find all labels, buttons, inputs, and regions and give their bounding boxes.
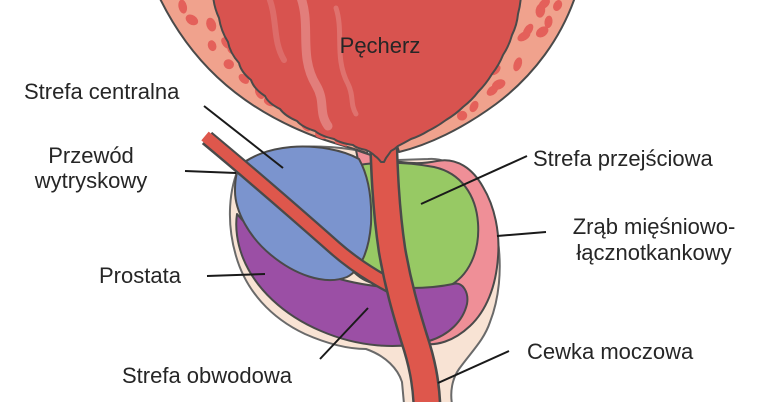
leader-central-zone: [203, 105, 284, 169]
wall-blob: [544, 15, 553, 29]
leader-transition-zone: [420, 155, 528, 205]
leader-prostate: [206, 273, 266, 277]
label-urethra: Cewka moczowa: [527, 339, 694, 364]
bladder-interior-shape: [212, 0, 522, 163]
wall-blob: [513, 57, 523, 72]
urethra-fill: [371, 115, 439, 402]
bladder-streak: [296, 0, 333, 131]
wall-blob: [178, 0, 188, 14]
label-transition-zone: Strefa przejściowa: [533, 146, 713, 171]
label-stroma: Zrąb mięśniowo-łącznotkankowy: [572, 214, 736, 265]
leader-urethra: [437, 350, 510, 384]
label-central-zone: Strefa centralna: [24, 79, 180, 104]
leader-stroma: [496, 231, 547, 237]
label-prostate: Prostata: [99, 263, 181, 288]
wall-blob: [456, 110, 468, 121]
leader-peripheral-zone: [319, 307, 369, 360]
wall-blob: [486, 85, 499, 96]
wall-blob: [469, 100, 479, 113]
wall-blob: [553, 0, 563, 11]
label-bladder: Pęcherz: [339, 33, 421, 58]
wall-blob: [206, 17, 217, 32]
wall-blob: [207, 40, 217, 52]
wall-blob: [535, 3, 546, 18]
bladder-streak: [266, 0, 287, 63]
leader-ejaculatory-duct: [184, 170, 237, 174]
leader-lines: [184, 105, 547, 384]
wall-blob: [223, 59, 235, 70]
label-ejaculatory-duct: Przewód wytryskowy: [34, 143, 148, 193]
wall-blob: [535, 26, 549, 38]
wall-blob: [185, 14, 199, 26]
bladder-streak: [333, 5, 359, 117]
wall-blob: [517, 31, 531, 42]
label-peripheral-zone: Strefa obwodowa: [122, 363, 292, 388]
